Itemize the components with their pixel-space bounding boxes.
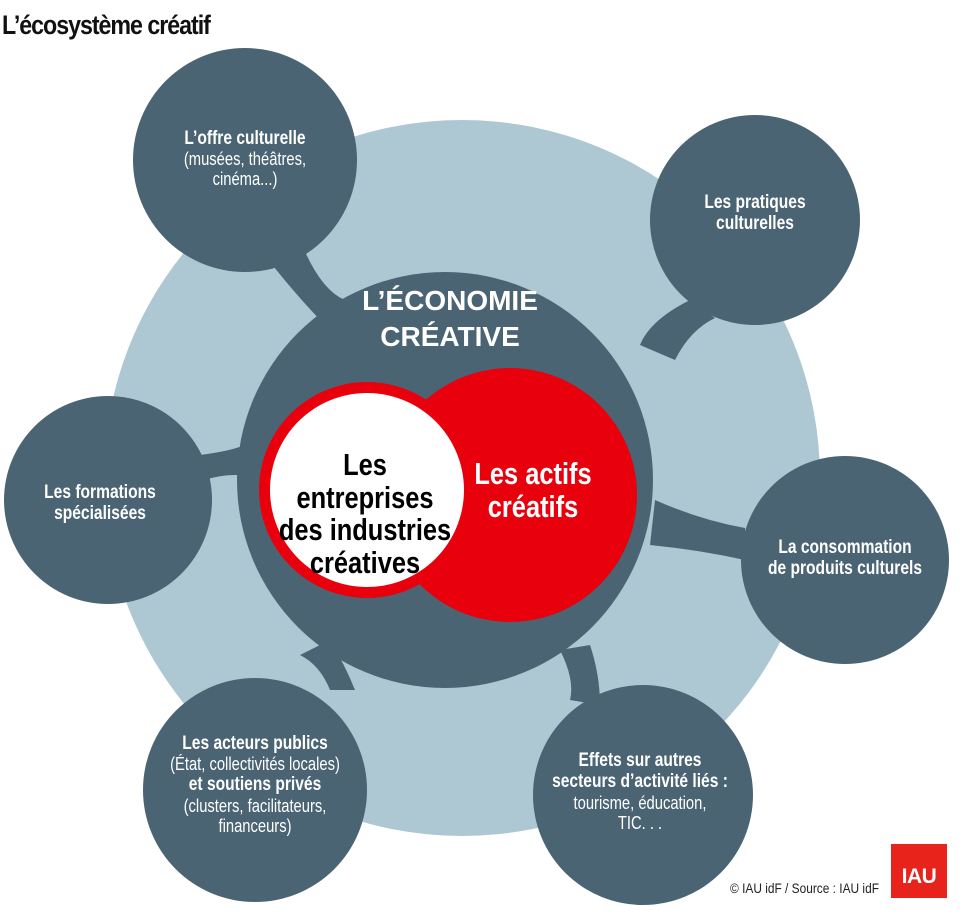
pratiques-line1: Les pratiques [704, 192, 806, 213]
acteurs-sub-3: financeurs) [218, 815, 292, 836]
consommation-line1: La consommation [778, 537, 912, 558]
consommation-line2: de produits culturels [767, 558, 923, 580]
offre-sub-1: (musées, théâtres, [183, 149, 307, 170]
node-consommation-label: La consommation de produits culturels [755, 537, 935, 580]
white-circle [270, 393, 464, 587]
acteurs-sub-1: (État, collectivités locales) [170, 754, 340, 775]
economy-title: L’ÉCONOMIE CRÉATIVE [300, 283, 600, 354]
effets-line1: Effets sur autres [578, 750, 702, 771]
effets-line2: secteurs d’activité liés : [552, 771, 728, 793]
node-pratiques-circle [650, 115, 860, 325]
node-pratiques-label: Les pratiques culturelles [681, 192, 829, 235]
node-offre-label: L’offre culturelle (musées, théâtres, ci… [167, 128, 323, 190]
acteurs-sub-2: (clusters, facilitateurs, [183, 795, 327, 816]
node-consommation-circle [741, 456, 949, 664]
actifs-line2: créatifs [487, 488, 579, 524]
node-offre-circle [133, 48, 357, 272]
formations-line2: spécialisées [54, 503, 146, 525]
node-acteurs-label: Les acteurs publics (État, collectivités… [157, 733, 354, 836]
source-credit: © IAU idF / Source : IAU idF [730, 880, 879, 896]
entreprises-line1: Les entreprises [296, 447, 434, 515]
node-formations-label: Les formations spécialisées [26, 482, 174, 525]
offre-sub-2: cinéma...) [212, 169, 278, 190]
formations-line1: Les formations [44, 482, 156, 503]
entreprises-label: Les entreprises des industries créatives [275, 447, 455, 580]
actifs-line1: Les actifs [474, 456, 592, 491]
acteurs-title: Les acteurs publics [182, 733, 328, 754]
acteurs-title-2: et soutiens privés [188, 774, 322, 796]
iau-logo-text: IAU [901, 865, 937, 888]
effets-sub-1: tourisme, éducation, [573, 792, 707, 813]
entreprises-line3: créatives [309, 544, 421, 580]
economy-title-line1: L’ÉCONOMIE [362, 285, 538, 316]
iau-logo: IAU [891, 844, 947, 898]
entreprises-line2: des industries [278, 512, 452, 548]
offre-title: L’offre culturelle [184, 128, 306, 149]
node-effets-circle [533, 685, 753, 905]
effets-sub-2: TIC. . . [617, 812, 663, 833]
page-title: L’écosystème créatif [2, 10, 211, 40]
node-acteurs-circle [143, 678, 367, 902]
economy-title-line2: CRÉATIVE [380, 320, 520, 352]
actifs-label: Les actifs créatifs [463, 456, 602, 524]
node-formations-circle [4, 396, 212, 604]
pratiques-line2: culturelles [716, 213, 794, 235]
node-effets-label: Effets sur autres secteurs d’activité li… [542, 750, 739, 833]
